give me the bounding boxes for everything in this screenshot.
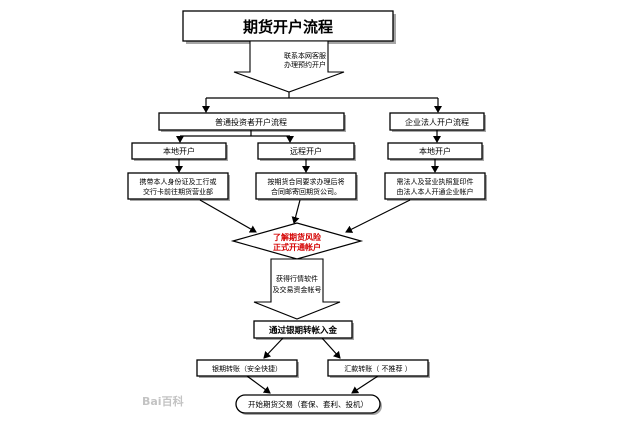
receive-info-line2: 及交易资金帐号 bbox=[273, 285, 322, 294]
start-trading-box: 开始期货交易（套保、套利、投机） bbox=[235, 394, 382, 415]
requirement-connectors bbox=[175, 159, 439, 173]
title-box: 期货开户流程 bbox=[182, 10, 396, 44]
local-corporate-label: 本地开户 bbox=[419, 146, 451, 156]
remote-req-line2: 合同邮寄回期货公司。 bbox=[271, 187, 341, 196]
corporate-requirements: 需法人及营业执照复印件 由法人本人开通企业帐户 bbox=[384, 172, 487, 201]
split-connector bbox=[202, 92, 442, 113]
method-connectors bbox=[176, 130, 441, 143]
local-individual-req-line2: 交行卡前往期货营业部 bbox=[143, 187, 213, 196]
remittance-transfer-label: 汇款转账（ 不推荐 ） bbox=[344, 364, 411, 373]
start-trading-label: 开始期货交易（套保、套利、投机） bbox=[248, 399, 368, 409]
corporate-req-line1: 需法人及营业执照复印件 bbox=[397, 177, 474, 186]
bank-futures-transfer-label: 银期转账（安全快捷） bbox=[212, 364, 282, 373]
individual-investor-label: 普通投资者开户流程 bbox=[215, 117, 287, 127]
corporate-req-line2: 由法人本人开通企业帐户 bbox=[397, 187, 474, 196]
local-corporate-box: 本地开户 bbox=[387, 142, 484, 161]
corporate-investor-box: 企业法人开户流程 bbox=[389, 112, 486, 132]
risk-line2: 正式开通帐户 bbox=[273, 242, 321, 252]
local-individual-requirements: 携带本人身份证及工行或 交行卡前往期货营业部 bbox=[127, 172, 230, 201]
individual-investor-box: 普通投资者开户流程 bbox=[158, 112, 346, 132]
remote-box: 远程开户 bbox=[257, 142, 356, 161]
bank-transfer-label: 通过银期转帐入金 bbox=[269, 325, 338, 336]
converge-arrows bbox=[199, 199, 411, 233]
receive-info-arrow: 获得行情软件 及交易资金帐号 bbox=[253, 258, 341, 320]
transfer-connectors bbox=[263, 337, 341, 359]
local-individual-req-line1: 携带本人身份证及工行或 bbox=[140, 177, 217, 186]
receive-info-line1: 获得行情软件 bbox=[276, 274, 318, 283]
risk-diamond: 了解期货风险 正式开通帐户 bbox=[230, 222, 364, 260]
trading-connectors bbox=[246, 375, 379, 394]
local-individual-label: 本地开户 bbox=[163, 146, 195, 156]
corporate-investor-label: 企业法人开户流程 bbox=[405, 117, 469, 127]
remote-req-line1: 按期货合同要求办理后将 bbox=[268, 177, 345, 186]
risk-line1: 了解期货风险 bbox=[273, 232, 322, 242]
baidu-watermark: Bai百科 bbox=[142, 394, 184, 408]
contact-note-line1: 联系本网客服 bbox=[284, 51, 326, 60]
contact-note-line2: 办理预约开户 bbox=[284, 60, 326, 69]
watermark-text: Bai百科 bbox=[142, 394, 184, 408]
local-individual-box: 本地开户 bbox=[131, 142, 228, 161]
remote-label: 远程开户 bbox=[290, 146, 322, 156]
bank-transfer-box: 通过银期转帐入金 bbox=[253, 320, 354, 340]
remote-requirements: 按期货合同要求办理后将 合同邮寄回期货公司。 bbox=[255, 172, 358, 201]
page-title: 期货开户流程 bbox=[243, 18, 333, 36]
remittance-transfer-box: 汇款转账（ 不推荐 ） bbox=[327, 359, 430, 378]
contact-arrow: 联系本网客服 办理预约开户 bbox=[233, 40, 345, 93]
bank-futures-transfer-box: 银期转账（安全快捷） bbox=[196, 359, 299, 378]
